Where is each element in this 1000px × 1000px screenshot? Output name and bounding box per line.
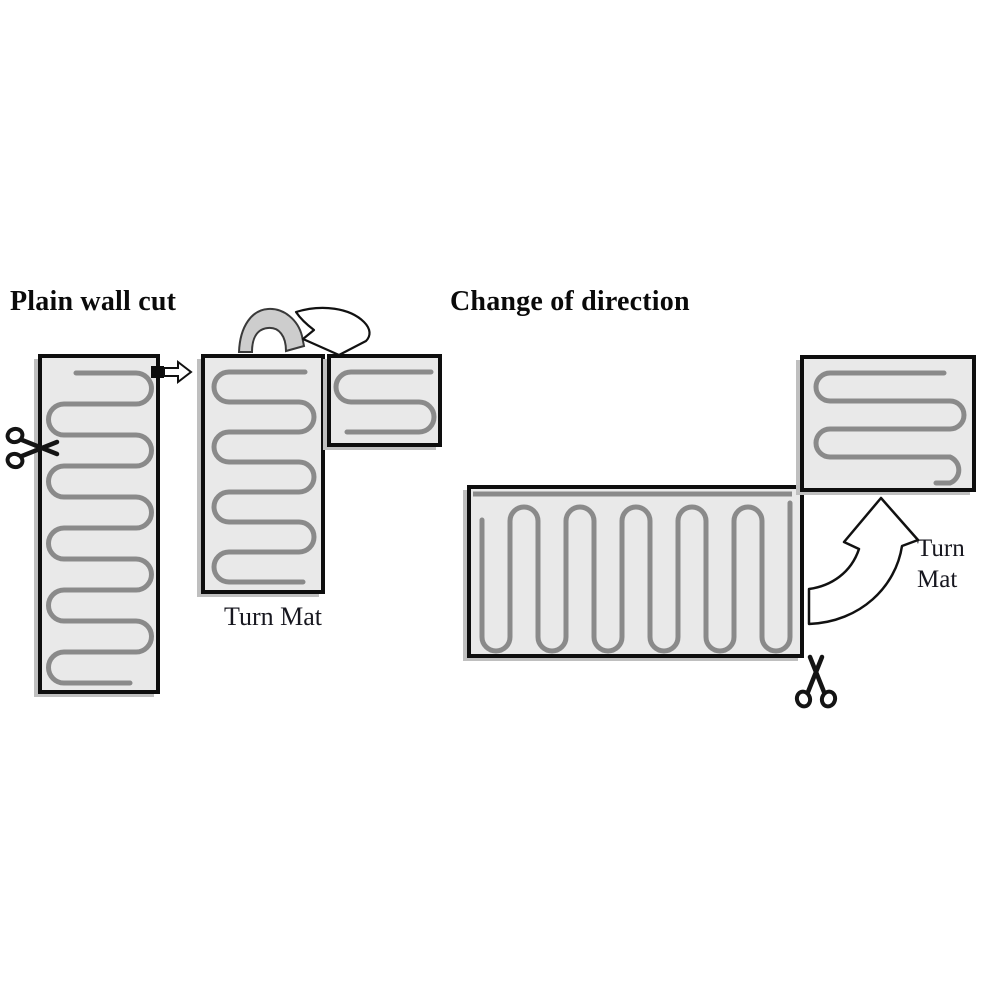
heating-cable-serpentine — [333, 369, 437, 435]
mat-before-cut — [38, 354, 160, 694]
section-title-plain-wall-cut: Plain wall cut — [10, 286, 177, 317]
heating-cable-serpentine — [813, 370, 967, 486]
heating-cable-serpentine — [473, 491, 793, 654]
right-arrow-icon — [151, 359, 193, 385]
mat-long-horizontal — [467, 485, 804, 658]
heating-cable-serpentine — [211, 369, 317, 585]
mat-after-turn-horizontal — [327, 354, 442, 447]
scissors-glyph — [794, 654, 838, 709]
mat-turned-up — [800, 355, 976, 492]
turn-mat-label: Turn Mat — [917, 535, 965, 593]
flip-arrow-icon — [237, 306, 371, 357]
scissors-icon — [794, 653, 838, 709]
curved-turn-arrow-icon — [807, 496, 920, 626]
section-title-change-of-direction: Change of direction — [450, 286, 690, 317]
scissors-icon — [5, 426, 60, 470]
turn-mat-label: Turn Mat — [223, 602, 322, 631]
mat-after-turn-vertical — [201, 354, 325, 594]
heating-cable-serpentine — [46, 370, 154, 686]
